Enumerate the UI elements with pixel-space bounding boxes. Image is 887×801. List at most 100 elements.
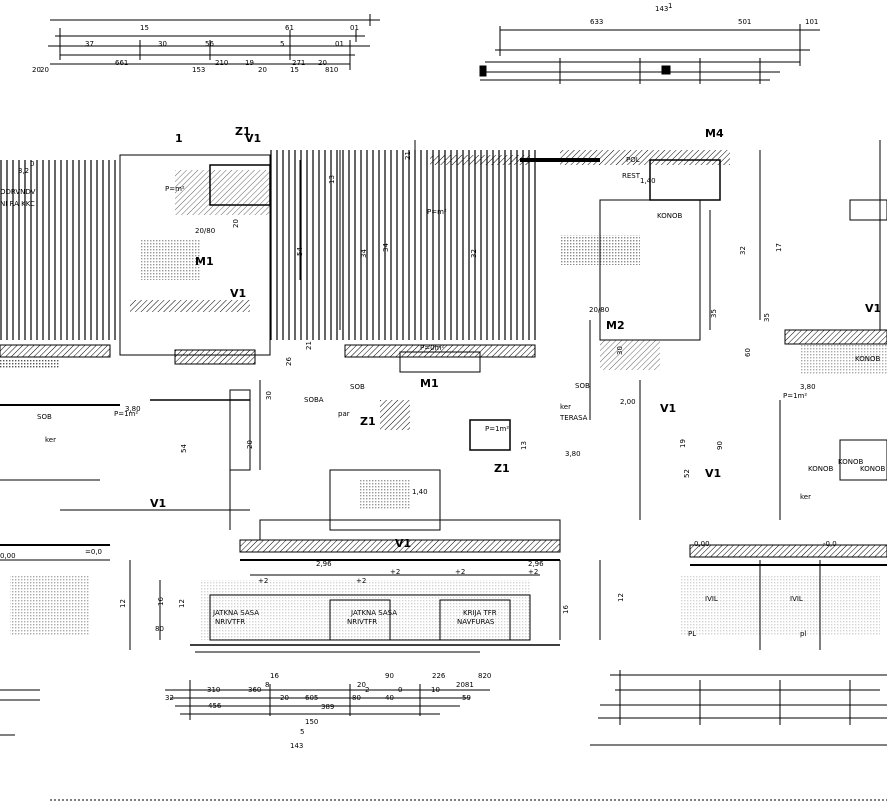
vert-dims-6: 54 xyxy=(296,247,304,256)
axis-marks-13: M4 xyxy=(705,127,724,140)
central-upper-block xyxy=(270,150,730,373)
room-labels-6: REST xyxy=(622,172,641,180)
bottom-dims-17: 40 xyxy=(385,694,394,702)
room-labels-33: NAVFURAS xyxy=(457,618,495,626)
room-labels-22: P=0m² xyxy=(420,344,445,352)
room-labels-38: 3,80 xyxy=(800,383,816,391)
vert-dims-22: 60 xyxy=(744,348,752,357)
vert-dims-26: 21 xyxy=(305,341,313,350)
vert-dims-7: 54 xyxy=(180,444,188,453)
top-dims-left-14: 271 xyxy=(292,59,306,67)
axis-marks-12: M2 xyxy=(606,319,625,332)
top-dims-right-0: 143 xyxy=(655,5,669,13)
axis-marks-0: V1 xyxy=(245,132,262,145)
vert-dims-25: 20 xyxy=(232,219,240,228)
room-labels-12: JATKNA SASA xyxy=(213,609,260,617)
top-dims-left-5: 56 xyxy=(205,40,214,48)
room-labels-29: IVIL xyxy=(790,595,803,603)
right-wing xyxy=(599,140,887,650)
top-dims-right-3: 501 xyxy=(738,18,752,26)
top-left-dimension-chains xyxy=(48,14,380,70)
bottom-dims-12: 456 xyxy=(208,702,222,710)
top-dims-left-8: 20 xyxy=(32,66,41,74)
bottom-dims-22: 32 xyxy=(165,694,174,702)
bottom-dims-18: 59 xyxy=(462,694,471,702)
level-marks-12: -0,0 xyxy=(823,540,837,548)
top-right-dimension-chains xyxy=(479,24,820,84)
bottom-dims-15: 389 xyxy=(321,703,335,711)
level-marks-8: 0 xyxy=(30,160,35,168)
vert-dims-18: 12 xyxy=(617,593,625,602)
level-marks-4: +2 xyxy=(455,568,466,576)
top-dims-left-18: 20 xyxy=(40,66,49,74)
room-labels-2: SOB xyxy=(575,382,590,390)
top-dims-left-12: 19 xyxy=(245,59,254,67)
bottom-dims-16: 80 xyxy=(352,694,361,702)
bottom-dims-6: 8 xyxy=(265,681,270,689)
vert-dims-17: 16 xyxy=(562,605,570,614)
bottom-dims-10: 10 xyxy=(431,686,440,694)
vert-dims-15: 12 xyxy=(178,599,186,608)
room-labels-5: POL xyxy=(626,156,640,164)
room-labels-9: KONOB xyxy=(855,355,881,363)
top-dims-left-3: 37 xyxy=(85,40,94,48)
room-labels-17: P=1m² xyxy=(114,410,139,418)
room-labels-8: KONOB xyxy=(860,465,886,473)
axis-marks-7: Z1 xyxy=(235,125,251,138)
vert-dims-2: 34 xyxy=(360,249,368,258)
room-labels-40: 1,40 xyxy=(412,488,428,496)
vert-dims-5: 20 xyxy=(246,440,254,449)
vertical-dimension-lines xyxy=(229,140,781,640)
room-labels-1: SOB xyxy=(37,413,52,421)
room-labels-0: SOB xyxy=(350,383,365,391)
top-dims-left-16: 15 xyxy=(290,66,299,74)
level-marks-11: =0,0 xyxy=(85,548,102,556)
vert-dims-9: 30 xyxy=(265,391,273,400)
top-dims-left-13: 20 xyxy=(258,66,267,74)
axis-marks-5: V1 xyxy=(865,302,882,315)
axis-marks-3: V1 xyxy=(660,402,677,415)
top-dims-left-7: 01 xyxy=(335,40,344,48)
axis-marks-9: Z1 xyxy=(494,462,510,475)
top-dims-right-1: 1 xyxy=(668,2,673,10)
vert-dims-16: 16 xyxy=(157,597,165,606)
top-dims-left-17: 810 xyxy=(325,66,339,74)
vert-dims-4: 26 xyxy=(285,357,293,366)
room-labels-10: KONOB xyxy=(838,458,864,466)
bottom-dims-4: 310 xyxy=(207,686,221,694)
level-marks-6: 2,96 xyxy=(316,560,332,568)
top-dims-left-11: 210 xyxy=(215,59,229,67)
top-dims-left-1: 61 xyxy=(285,24,294,32)
top-dims-left-0: 15 xyxy=(140,24,149,32)
room-labels-34: 20/80 xyxy=(195,227,216,235)
room-labels-37: 3,80 xyxy=(565,450,581,458)
bottom-dims-0: 16 xyxy=(270,672,279,680)
vert-dims-19: 17 xyxy=(775,243,783,252)
bottom-dims-5: 360 xyxy=(248,686,262,694)
bottom-dims-1: 90 xyxy=(385,672,394,680)
room-labels-23: par xyxy=(338,410,350,418)
axis-marks-11: M1 xyxy=(420,377,439,390)
room-labels-7: KONOB xyxy=(808,465,834,473)
bottom-dims-21: 143 xyxy=(290,742,304,750)
vert-dims-1: 21 xyxy=(404,151,412,160)
level-marks-9: 0,00 xyxy=(0,552,16,560)
room-labels-19: P=1m² xyxy=(485,425,510,433)
bottom-dims-13: 20 xyxy=(280,694,289,702)
axis-marks-14: 1 xyxy=(175,132,183,145)
vert-dims-20: 32 xyxy=(739,246,747,255)
bottom-dims-19: 150 xyxy=(305,718,319,726)
room-labels-26: ker xyxy=(800,493,811,501)
room-labels-36: 3,80 xyxy=(125,405,141,413)
room-labels-24: ker xyxy=(45,436,56,444)
room-labels-18: P=1m² xyxy=(783,392,808,400)
room-labels-30: IVIL xyxy=(705,595,718,603)
bottom-dims-3: 820 xyxy=(478,672,492,680)
room-labels-35: 20/80 xyxy=(589,306,610,314)
top-dims-left-6: 5 xyxy=(280,40,285,48)
top-dims-left-9: 661 xyxy=(115,59,129,67)
level-marks-5: 2,96 xyxy=(528,560,544,568)
vert-dims-12: 90 xyxy=(716,441,724,450)
room-labels-32: NRIVTFR xyxy=(347,618,378,626)
